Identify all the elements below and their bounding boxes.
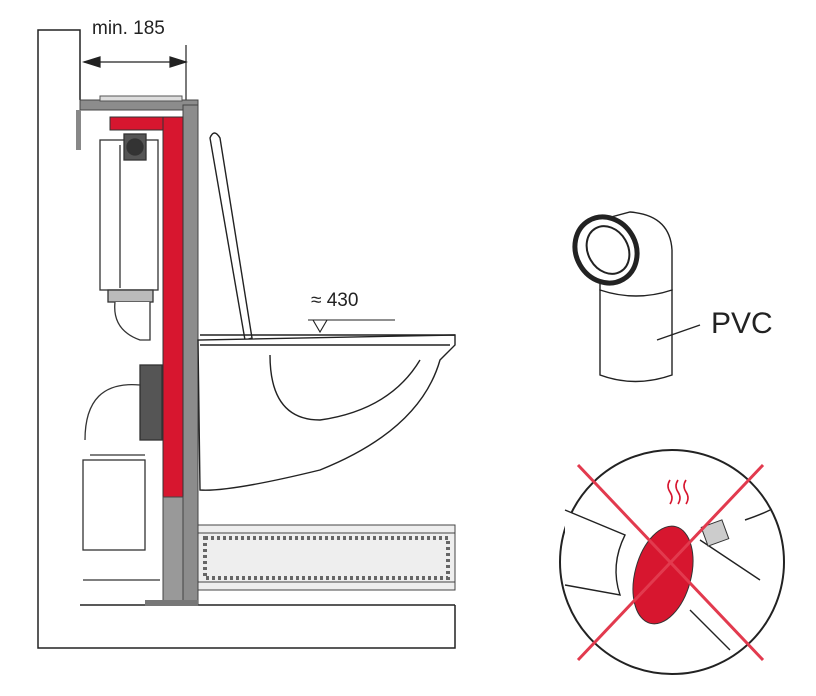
pvc-elbow-icon xyxy=(572,211,701,383)
toilet-bowl xyxy=(197,334,456,491)
installation-frame xyxy=(76,95,199,606)
wall-floor-outline xyxy=(37,29,456,649)
seat-height-label: ≈ 430 xyxy=(311,290,359,311)
cistern xyxy=(82,133,163,581)
width-dimension xyxy=(81,45,189,100)
floor-insulation xyxy=(197,524,456,591)
material-label: PVC xyxy=(711,307,773,340)
seat-height-marker xyxy=(308,319,395,334)
min-width-label: min. 185 xyxy=(92,18,165,39)
seat-lid xyxy=(209,132,253,341)
no-heating-warning-icon xyxy=(559,449,785,675)
